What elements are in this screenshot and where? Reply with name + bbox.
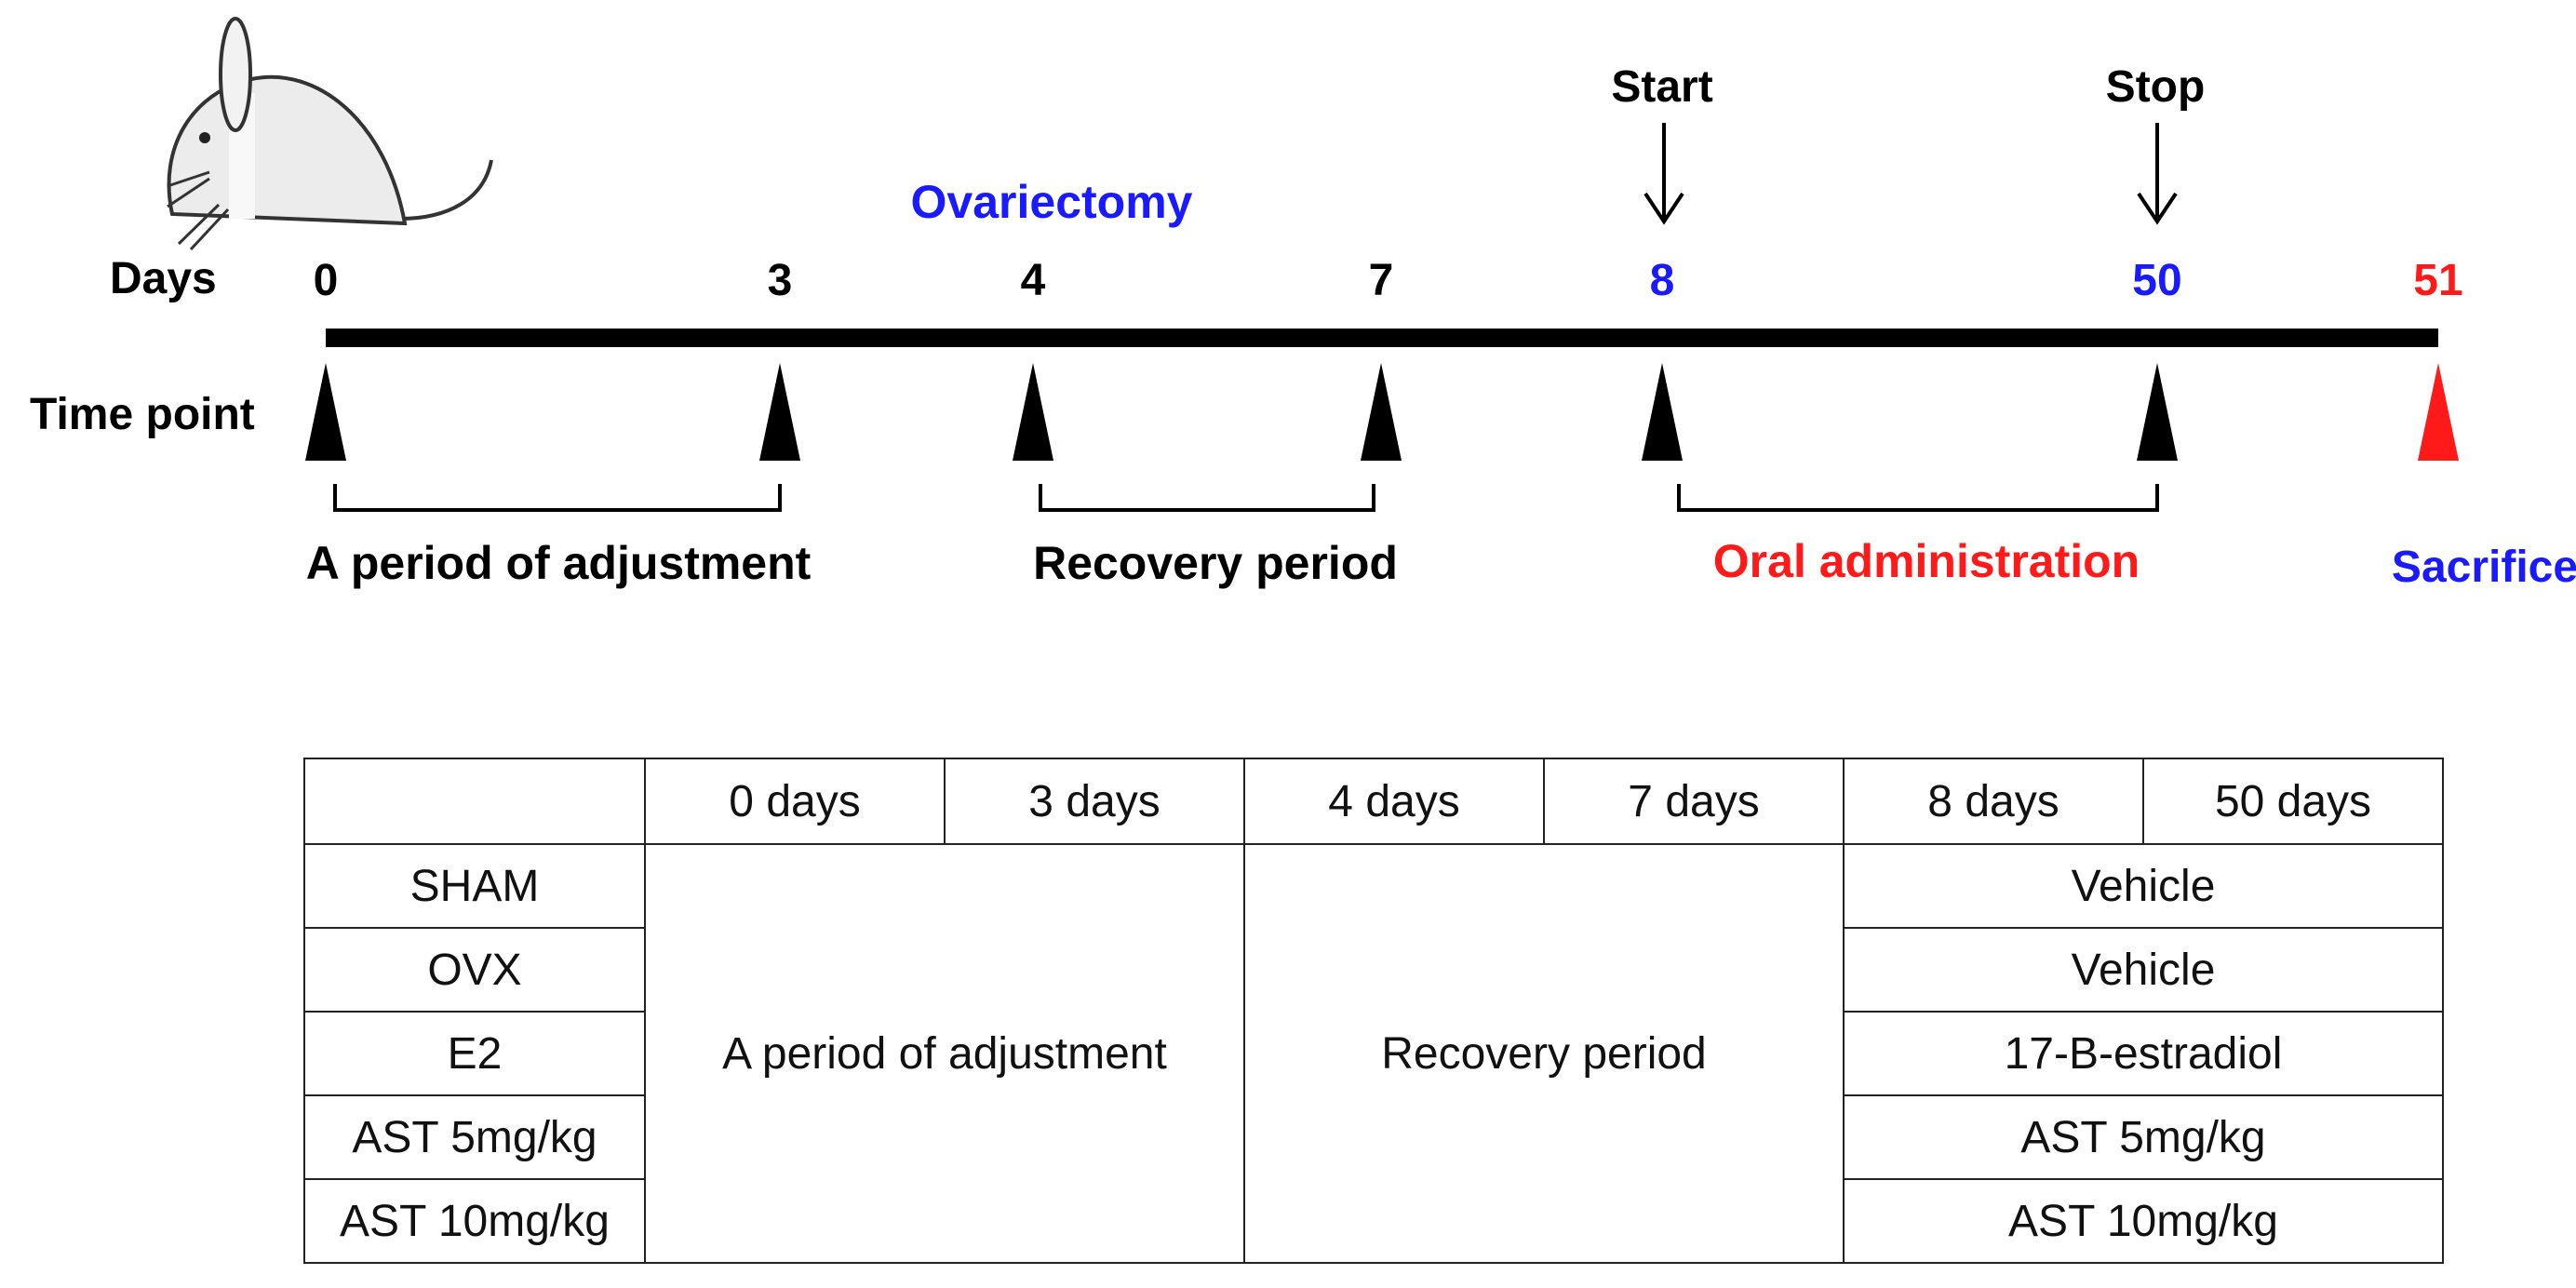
treatment-ast-5: AST 5mg/kg — [1843, 1094, 2444, 1180]
stop-label: Stop — [2105, 62, 2206, 112]
group-ovx: OVX — [303, 927, 646, 1013]
time-point-marker-51 — [2418, 363, 2459, 461]
group-sham: SHAM — [303, 843, 646, 929]
recovery-period-label: Recovery period — [1033, 537, 1398, 589]
table-row: AST 10mg/kg AST 10mg/kg — [303, 1178, 2444, 1264]
tick-day-8: 8 — [1649, 256, 1675, 305]
oral-administration-bracket — [1677, 484, 2159, 512]
start-label: Start — [1611, 62, 1713, 112]
time-point-marker-4 — [1013, 363, 1053, 461]
time-point-marker-0 — [305, 363, 346, 461]
recovery-cell: Recovery period — [1243, 843, 1845, 1264]
tick-day-50: 50 — [2132, 256, 2182, 305]
time-point-marker-7 — [1361, 363, 1402, 461]
oral-administration-label: Oral administration — [1712, 535, 2140, 587]
header-4-days: 4 days — [1243, 758, 1545, 845]
tick-day-51: 51 — [2413, 256, 2463, 305]
header-7-days: 7 days — [1543, 758, 1845, 845]
tick-day-3: 3 — [767, 256, 793, 305]
header-8-days: 8 days — [1843, 758, 2144, 845]
group-e2: E2 — [303, 1011, 646, 1096]
adjustment-period-label: A period of adjustment — [305, 537, 812, 589]
treatment-ovx: Vehicle — [1843, 927, 2444, 1013]
header-3-days: 3 days — [944, 758, 1245, 845]
recovery-bracket — [1039, 484, 1375, 512]
table-header-row: 0 days 3 days 4 days 7 days 8 days 50 da… — [303, 758, 2444, 845]
time-point-marker-3 — [759, 363, 800, 461]
tick-day-7: 7 — [1368, 256, 1394, 305]
group-ast-5: AST 5mg/kg — [303, 1094, 646, 1180]
time-point-marker-50 — [2137, 363, 2178, 461]
adjustment-bracket — [333, 484, 782, 512]
header-50-days: 50 days — [2142, 758, 2444, 845]
table-row: AST 5mg/kg AST 5mg/kg — [303, 1094, 2444, 1180]
ovariectomy-label: Ovariectomy — [910, 176, 1193, 228]
sacrifice-label: Sacrifice — [2391, 543, 2576, 592]
adjustment-cell: A period of adjustment — [644, 843, 1245, 1264]
group-ast-10: AST 10mg/kg — [303, 1178, 646, 1264]
table-row: OVX Vehicle — [303, 927, 2444, 1013]
start-arrow — [1644, 123, 1684, 225]
protocol-table: 0 days 3 days 4 days 7 days 8 days 50 da… — [303, 758, 2444, 1264]
stop-arrow — [2137, 123, 2178, 225]
timeline-bar — [326, 329, 2438, 347]
treatment-e2: 17-B-estradiol — [1843, 1011, 2444, 1096]
header-0-days: 0 days — [644, 758, 946, 845]
tick-day-4: 4 — [1020, 256, 1046, 305]
treatment-ast-10: AST 10mg/kg — [1843, 1178, 2444, 1264]
time-point-marker-8 — [1642, 363, 1683, 461]
table-row: SHAM A period of adjustment Recovery per… — [303, 843, 2444, 1264]
table-corner-cell — [303, 758, 646, 845]
timeline-graphic — [305, 123, 2459, 512]
tick-day-0: 0 — [313, 256, 339, 305]
treatment-sham: Vehicle — [1843, 843, 2444, 929]
days-label: Days — [110, 254, 217, 303]
table-row: E2 17-B-estradiol — [303, 1011, 2444, 1096]
mouse-illustration — [167, 17, 493, 251]
time-point-label: Time point — [30, 390, 255, 439]
